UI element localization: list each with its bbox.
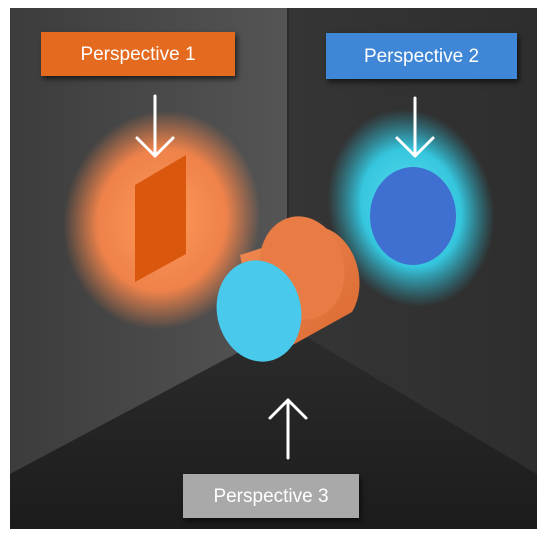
arrow-down-1 [135,94,175,158]
perspective-2-label: Perspective 2 [326,33,517,79]
perspective-1-label: Perspective 1 [41,32,235,76]
cylinder [216,216,360,362]
floor [10,326,537,529]
circle-projection [370,167,456,265]
perspective-3-label: Perspective 3 [183,474,359,518]
rectangle-projection [135,155,186,282]
arrow-down-2 [395,96,435,158]
cylinder-front-face [216,260,302,362]
arrow-up-3 [268,398,308,460]
